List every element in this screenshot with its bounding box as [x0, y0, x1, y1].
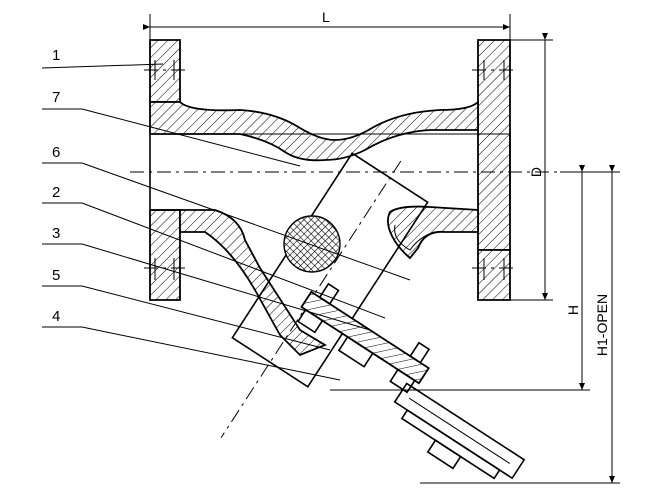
leader-6 [81, 162, 411, 281]
dim-label-l: L [322, 9, 330, 25]
leader-5 [81, 285, 331, 351]
dimension-height: H [330, 165, 620, 391]
dim-label-d: D [528, 167, 544, 177]
mesh-detail [283, 215, 341, 273]
drain-plug [393, 382, 526, 480]
callout-5: 5 [52, 267, 60, 284]
callout-2: 2 [52, 184, 60, 201]
callout-7: 7 [52, 89, 60, 106]
dim-label-h1-open: H1-OPEN [594, 294, 610, 356]
dimension-diameter: D [510, 33, 553, 301]
leader-2 [81, 202, 386, 319]
callout-6: 6 [52, 144, 60, 161]
leader-7 [81, 108, 301, 167]
flange-bolt-holes [144, 60, 516, 280]
dimension-length: L [143, 9, 511, 40]
valve-body [149, 39, 511, 357]
right-flange-lower [477, 249, 511, 301]
leader-4 [81, 326, 341, 381]
right-flange [477, 39, 511, 251]
leader-3 [81, 243, 371, 331]
leader-1 [41, 63, 164, 69]
callout-1: 1 [52, 47, 60, 64]
dimension-height-open: H1-OPEN [420, 165, 620, 484]
callout-4: 4 [52, 308, 60, 325]
callout-3: 3 [52, 225, 60, 242]
left-flange-lower [149, 209, 181, 301]
callout-leaders [41, 63, 411, 381]
lower-left-shell [150, 209, 328, 357]
dim-label-h: H [565, 305, 581, 315]
upper-shell [149, 99, 479, 162]
callout-numbers: 1 7 6 2 3 5 4 [52, 47, 60, 325]
cover-assembly [296, 282, 431, 394]
